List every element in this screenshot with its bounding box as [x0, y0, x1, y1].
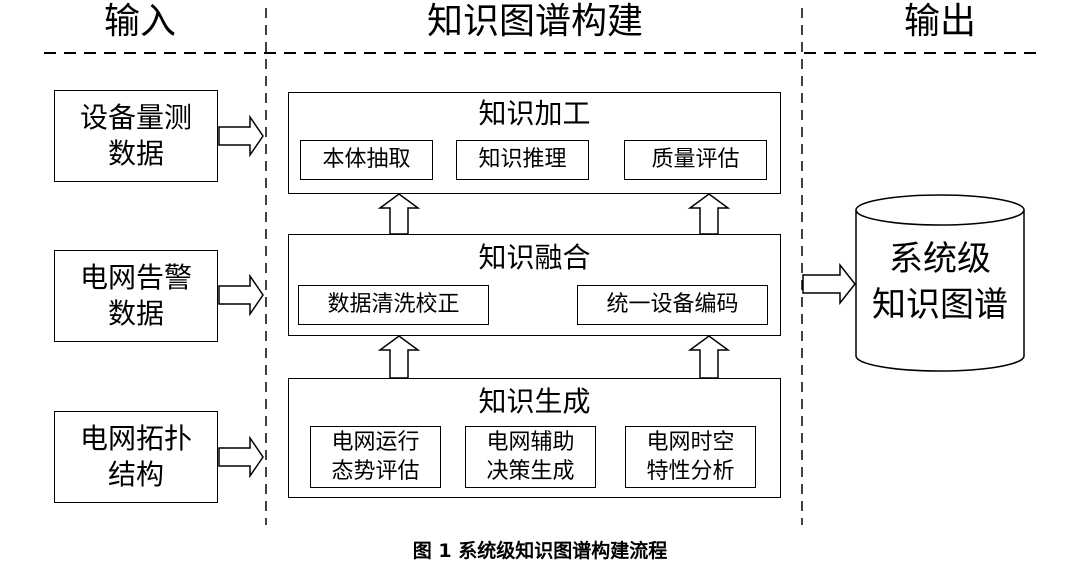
input-box-topology: 电网拓扑 结构	[54, 411, 218, 503]
cylinder-body	[855, 210, 1025, 372]
processing-item-reasoning: 知识推理	[456, 140, 589, 180]
header-output: 输出	[903, 1, 976, 42]
generation-item-spatiotemporal-line2: 特性分析	[646, 459, 735, 484]
output-arrow	[802, 262, 856, 306]
layer-fusion-title: 知识融合	[478, 241, 591, 274]
header-build: 知识图谱构建	[426, 1, 643, 42]
generation-item-spatiotemporal-line1: 电网时空	[646, 430, 735, 455]
input-box-measurement-line2: 数据	[107, 137, 164, 170]
fusion-item-cleaning: 数据清洗校正	[298, 285, 489, 325]
up-arrow-generation-left	[377, 335, 421, 379]
output-line1: 系统级	[889, 239, 991, 279]
input-box-alarm-line1: 电网告警	[79, 261, 192, 294]
generation-item-decision-line1: 电网辅助	[486, 430, 575, 455]
layer-processing-title: 知识加工	[478, 97, 591, 130]
input-box-measurement: 设备量测 数据	[54, 90, 218, 182]
generation-item-decision-line2: 决策生成	[486, 459, 575, 484]
processing-item-ontology: 本体抽取	[300, 140, 433, 180]
output-line2: 知识图谱	[872, 285, 1008, 325]
cylinder-top	[855, 194, 1025, 226]
layer-processing: 知识加工 本体抽取 知识推理 质量评估	[288, 92, 781, 194]
up-arrow-fusion-right	[687, 193, 731, 235]
generation-item-spatiotemporal: 电网时空 特性分析	[625, 426, 756, 488]
output-knowledge-graph: 系统级 知识图谱	[856, 232, 1024, 332]
input-box-alarm-line2: 数据	[107, 297, 164, 330]
processing-item-quality: 质量评估	[624, 140, 767, 180]
input-box-alarm: 电网告警 数据	[54, 250, 218, 342]
input-box-topology-line2: 结构	[107, 458, 164, 491]
generation-item-situation-line2: 态势评估	[331, 459, 420, 484]
figure-caption: 图 1 系统级知识图谱构建流程	[412, 540, 668, 562]
layer-generation-title: 知识生成	[478, 385, 591, 418]
input-arrow-1	[218, 114, 264, 158]
layer-generation: 知识生成 电网运行 态势评估 电网辅助 决策生成 电网时空 特性分析	[288, 378, 781, 498]
up-arrow-generation-right	[687, 335, 731, 379]
generation-item-situation: 电网运行 态势评估	[310, 426, 441, 488]
fusion-item-encoding: 统一设备编码	[577, 285, 768, 325]
input-arrow-3	[218, 435, 264, 479]
input-box-topology-line1: 电网拓扑	[79, 422, 192, 455]
generation-item-situation-line1: 电网运行	[331, 430, 420, 455]
layer-fusion: 知识融合 数据清洗校正 统一设备编码	[288, 234, 781, 336]
input-arrow-2	[218, 273, 264, 317]
generation-item-decision: 电网辅助 决策生成	[465, 426, 596, 488]
header-input: 输入	[103, 1, 176, 42]
up-arrow-fusion-left	[377, 193, 421, 235]
input-box-measurement-line1: 设备量测	[79, 101, 192, 134]
